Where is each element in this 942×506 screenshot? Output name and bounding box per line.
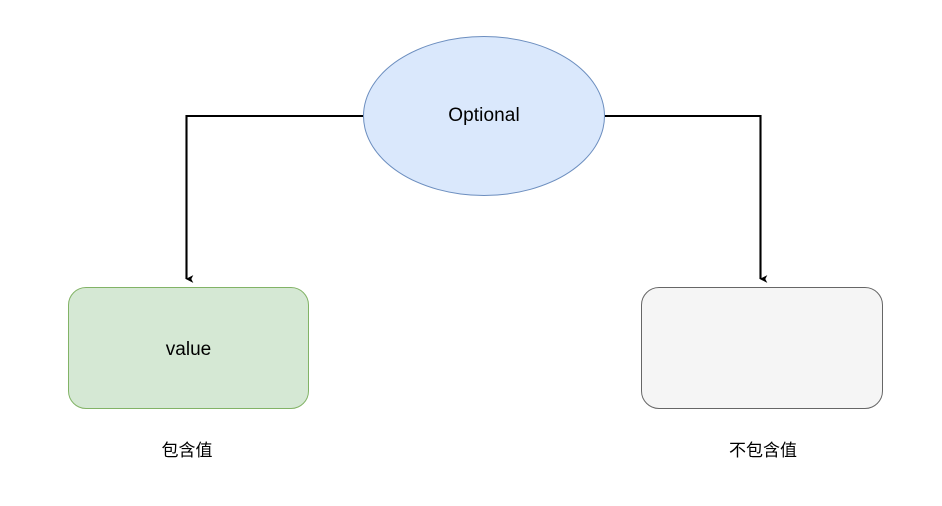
node-optional-label: Optional bbox=[448, 104, 520, 126]
caption-not-contains-value: 不包含值 bbox=[729, 441, 797, 460]
edge-optional-to-empty bbox=[605, 114, 768, 283]
node-value[interactable]: value bbox=[68, 287, 309, 409]
edge-optional-to-value bbox=[185, 114, 363, 283]
node-empty[interactable] bbox=[641, 287, 883, 409]
node-optional[interactable]: Optional bbox=[363, 36, 605, 196]
caption-contains-value: 包含值 bbox=[161, 441, 213, 460]
node-value-label: value bbox=[165, 339, 212, 360]
